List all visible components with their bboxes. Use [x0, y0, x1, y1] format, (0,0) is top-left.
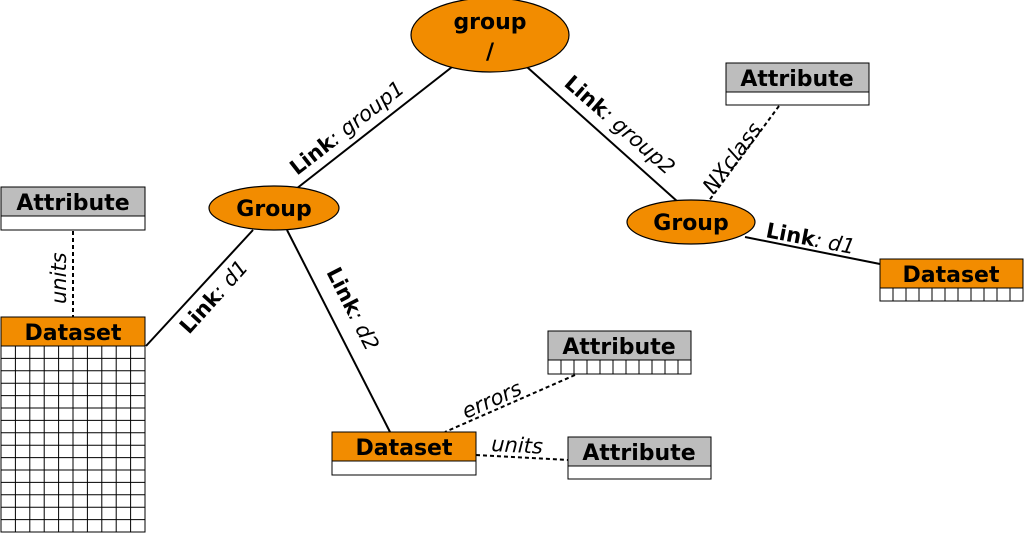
group-right-node[interactable]: Group: [626, 199, 756, 245]
dataset-right-label: Dataset: [902, 263, 999, 288]
group-left-node[interactable]: Group: [208, 185, 340, 231]
attribute-units-box[interactable]: Attribute: [567, 436, 712, 480]
link-left-d2-label: Link: d2: [322, 263, 384, 354]
root-group-path: /: [486, 40, 495, 65]
dataset-bottom-box[interactable]: Dataset: [331, 431, 477, 476]
dataset-left-array-cells: [1, 346, 145, 532]
edge-group-left-dataset-left: [145, 229, 254, 347]
edge-group-left-dataset-bottom: [286, 229, 391, 433]
edge-attr-nxclass: [707, 105, 780, 203]
root-group-title: group: [453, 10, 526, 35]
edge-attr-units-bottom: [475, 454, 569, 461]
dataset-left-box[interactable]: Dataset: [0, 316, 146, 533]
edge-group-right-dataset-right: [744, 236, 881, 265]
attr-link-nxclass: NXclass: [698, 118, 767, 198]
dataset-right-box[interactable]: Dataset: [879, 258, 1024, 302]
attribute-errors-array-cells: [560, 360, 679, 374]
edge-attr-errors: [444, 374, 576, 433]
link-left-d1-label: Link: d1: [175, 255, 253, 338]
link-group2-label: Link: group2: [560, 71, 680, 180]
attribute-errors-box[interactable]: Attribute: [547, 330, 692, 375]
attr-link-errors: errors: [458, 376, 525, 423]
dataset-bottom-label: Dataset: [355, 436, 452, 461]
edge-root-group-left: [295, 66, 453, 190]
attribute-top-right-box[interactable]: Attribute: [725, 62, 870, 106]
attribute-units-label: Attribute: [582, 441, 695, 466]
link-right-d1-label: Link: d1: [764, 218, 857, 259]
edge-root-group-right: [526, 66, 679, 203]
link-group1-label: Link: group1: [285, 76, 409, 180]
attr-link-units-bottom: units: [491, 432, 544, 459]
group-left-label: Group: [236, 197, 311, 222]
dataset-left-label: Dataset: [24, 321, 121, 346]
dataset-right-array-cells: [892, 288, 1011, 301]
attribute-left-box[interactable]: Attribute: [0, 186, 146, 231]
root-group-node[interactable]: group /: [410, 0, 570, 73]
attribute-left-label: Attribute: [16, 191, 129, 216]
attr-link-units-left: units: [47, 252, 71, 304]
attribute-errors-label: Attribute: [562, 335, 675, 360]
attribute-top-right-label: Attribute: [740, 67, 853, 92]
group-right-label: Group: [653, 211, 728, 236]
